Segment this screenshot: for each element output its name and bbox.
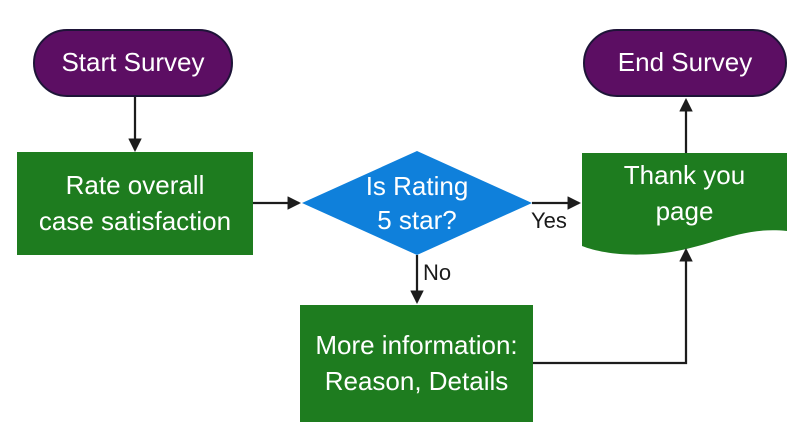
- node-more-information: More information: Reason, Details: [300, 305, 533, 422]
- node-label-line1: Rate overall: [65, 169, 205, 200]
- node-label-line1: Thank you: [623, 160, 746, 191]
- edge-moreinfo-to-thankyou: [533, 247, 693, 365]
- node-label-line2: Reason, Details: [324, 365, 509, 396]
- document-shape: [582, 153, 787, 255]
- decision-diamond-shape: [302, 151, 532, 255]
- node-label-line2: page: [655, 196, 714, 226]
- node-label-line2: 5 star?: [377, 205, 457, 235]
- edge-label-yes: Yes: [531, 208, 567, 233]
- node-label: Start Survey: [61, 47, 205, 78]
- node-label-line2: case satisfaction: [38, 205, 232, 236]
- node-thank-you-page: Thank you page: [582, 153, 787, 235]
- node-rate-satisfaction: Rate overall case satisfaction: [17, 152, 253, 255]
- node-decision-rating: Is Rating 5 star?: [302, 151, 532, 255]
- node-label-line1: More information:: [315, 329, 518, 360]
- node-end-survey: End Survey: [583, 29, 787, 97]
- node-label: End Survey: [617, 47, 753, 78]
- node-label-line1: Is Rating: [365, 170, 469, 201]
- node-start-survey: Start Survey: [33, 29, 233, 97]
- edge-label-no: No: [423, 260, 452, 285]
